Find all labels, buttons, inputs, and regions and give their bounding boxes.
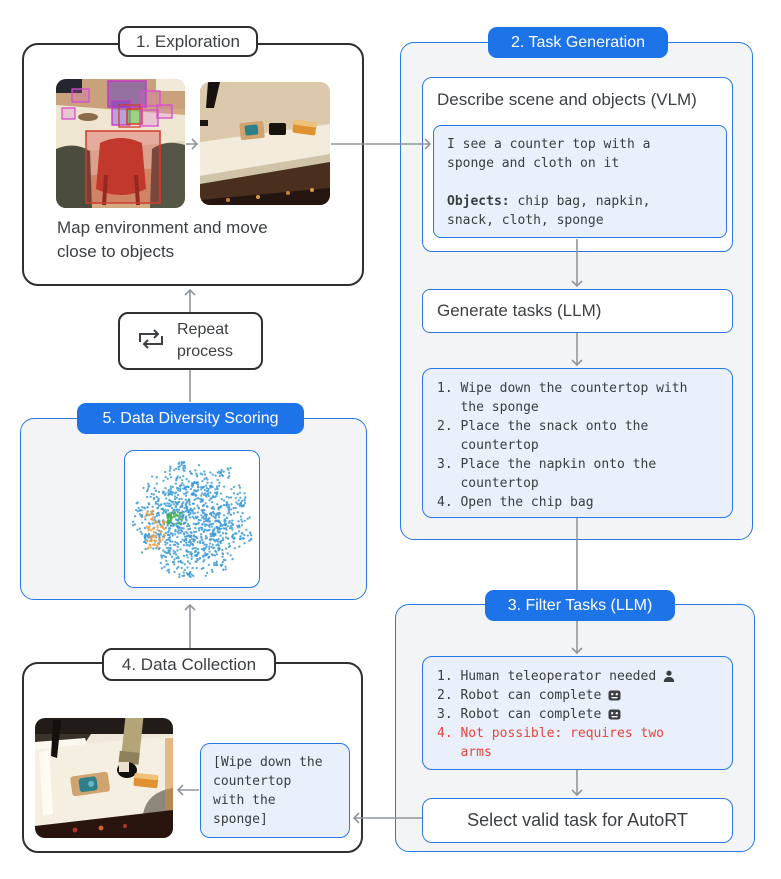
filter-item-2-text: 2. Robot can complete bbox=[437, 688, 602, 703]
annotated-scene-photo bbox=[56, 79, 185, 208]
filter-item-1: 1. Human teleoperator needed bbox=[437, 667, 718, 686]
robot-icon bbox=[608, 708, 621, 721]
robot-icon bbox=[608, 689, 621, 702]
scene-description-objects-label: Objects: bbox=[447, 194, 510, 209]
exploration-caption: Map environment and move close to object… bbox=[57, 218, 268, 261]
filter-tasks-title-label: 3. Filter Tasks (LLM) bbox=[507, 596, 653, 614]
data-diversity-title-label: 5. Data Diversity Scoring bbox=[102, 409, 279, 427]
generate-tasks-label: Generate tasks (LLM) bbox=[437, 301, 602, 320]
generated-tasks-text: 1. Wipe down the countertop with the spo… bbox=[437, 381, 688, 510]
data-diversity-title: 5. Data Diversity Scoring bbox=[77, 403, 304, 434]
tsne-scatter-plot bbox=[124, 450, 260, 588]
select-valid-task-box: Select valid task for AutoRT bbox=[422, 798, 733, 843]
scene-description-part1: I see a counter top with a sponge and cl… bbox=[447, 137, 651, 171]
scene-description-box: I see a counter top with a sponge and cl… bbox=[433, 125, 727, 238]
tsne-scatter-canvas bbox=[130, 456, 254, 582]
task-instruction-box: [Wipe down the countertop with the spong… bbox=[200, 743, 350, 838]
repeat-loop-icon bbox=[134, 326, 168, 357]
task-generation-title-label: 2. Task Generation bbox=[510, 33, 645, 51]
scene-description-text: I see a counter top with a sponge and cl… bbox=[447, 135, 713, 230]
repeat-process-label: Repeat process bbox=[177, 321, 234, 360]
filter-tasks-title: 3. Filter Tasks (LLM) bbox=[485, 590, 675, 621]
person-icon bbox=[663, 670, 675, 683]
robot-arm-art bbox=[35, 718, 173, 838]
repeat-process-box: Repeat process bbox=[118, 312, 263, 370]
describe-scene-label: Describe scene and objects (VLM) bbox=[437, 90, 697, 109]
exploration-title-label: 1. Exploration bbox=[136, 31, 240, 51]
data-collection-title: 4. Data Collection bbox=[102, 648, 276, 681]
filter-item-2: 2. Robot can complete bbox=[437, 686, 718, 705]
select-valid-task-label: Select valid task for AutoRT bbox=[467, 810, 688, 830]
filter-item-1-text: 1. Human teleoperator needed bbox=[437, 669, 657, 684]
data-collection-title-label: 4. Data Collection bbox=[121, 654, 257, 674]
filter-item-4-text: 4. Not possible: requires two arms bbox=[437, 726, 664, 760]
filtered-tasks-box: 1. Human teleoperator needed 2. Robot ca… bbox=[422, 656, 733, 770]
task-generation-title: 2. Task Generation bbox=[488, 27, 668, 58]
scene-description-part2: chip bag, napkin, snack, cloth, sponge bbox=[447, 194, 651, 228]
generate-tasks-box: Generate tasks (LLM) bbox=[422, 289, 733, 333]
countertop-scene-photo bbox=[200, 82, 330, 205]
countertop-scene-art bbox=[200, 82, 330, 205]
generated-tasks-box: 1. Wipe down the countertop with the spo… bbox=[422, 368, 733, 518]
exploration-title: 1. Exploration bbox=[118, 26, 258, 57]
task-instruction-text: [Wipe down the countertop with the spong… bbox=[213, 755, 323, 827]
filter-item-3: 3. Robot can complete bbox=[437, 705, 718, 724]
filter-item-4: 4. Not possible: requires two arms bbox=[437, 724, 718, 762]
robot-arm-photo bbox=[35, 718, 173, 838]
filter-item-3-text: 3. Robot can complete bbox=[437, 707, 602, 722]
annotated-scene-art bbox=[56, 79, 185, 208]
